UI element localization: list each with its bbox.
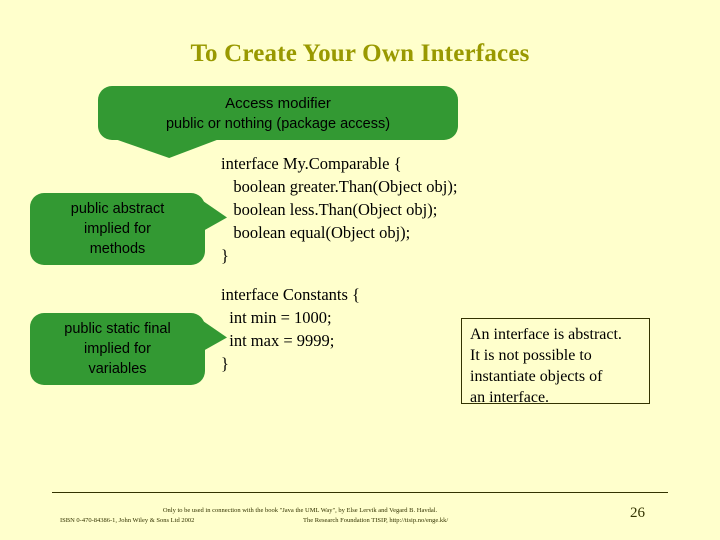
callout-public-abstract: public abstract implied for methods	[30, 193, 227, 265]
page-title: To Create Your Own Interfaces	[190, 40, 530, 67]
callout-public-static-final-line3: variables	[88, 361, 147, 377]
footer-credit-line: Only to be used in connection with the b…	[162, 507, 438, 514]
callout-access-modifier-line1: Access modifier	[225, 95, 331, 112]
callout-public-static-final-line2: implied for	[84, 341, 151, 357]
code-block-mycomparable: interface My.Comparable { boolean greate…	[221, 154, 458, 265]
callout-public-abstract-line3: methods	[89, 241, 146, 257]
callout-access-modifier-tail	[112, 138, 222, 158]
footer-isbn-line: ISBN 0-470-84386-1, John Wiley & Sons Lt…	[60, 517, 195, 524]
page-number: 26	[630, 505, 645, 521]
callout-public-static-final: public static final implied for variable…	[30, 313, 227, 385]
callout-public-static-final-line1: public static final	[64, 321, 171, 337]
footer-divider	[52, 492, 668, 493]
callout-public-abstract-line1: public abstract	[70, 201, 165, 217]
code-block-constants: interface Constants { int min = 1000; in…	[221, 285, 360, 373]
callout-access-modifier: Access modifier public or nothing (packa…	[98, 86, 458, 140]
footer-publisher-line: The Research Foundation TISIP, http://ti…	[303, 517, 449, 524]
callout-access-modifier-line2: public or nothing (package access)	[165, 116, 391, 132]
callout-public-abstract-line2: implied for	[84, 221, 151, 237]
note-box-interface-abstract: An interface is abstract. It is not poss…	[461, 318, 650, 406]
